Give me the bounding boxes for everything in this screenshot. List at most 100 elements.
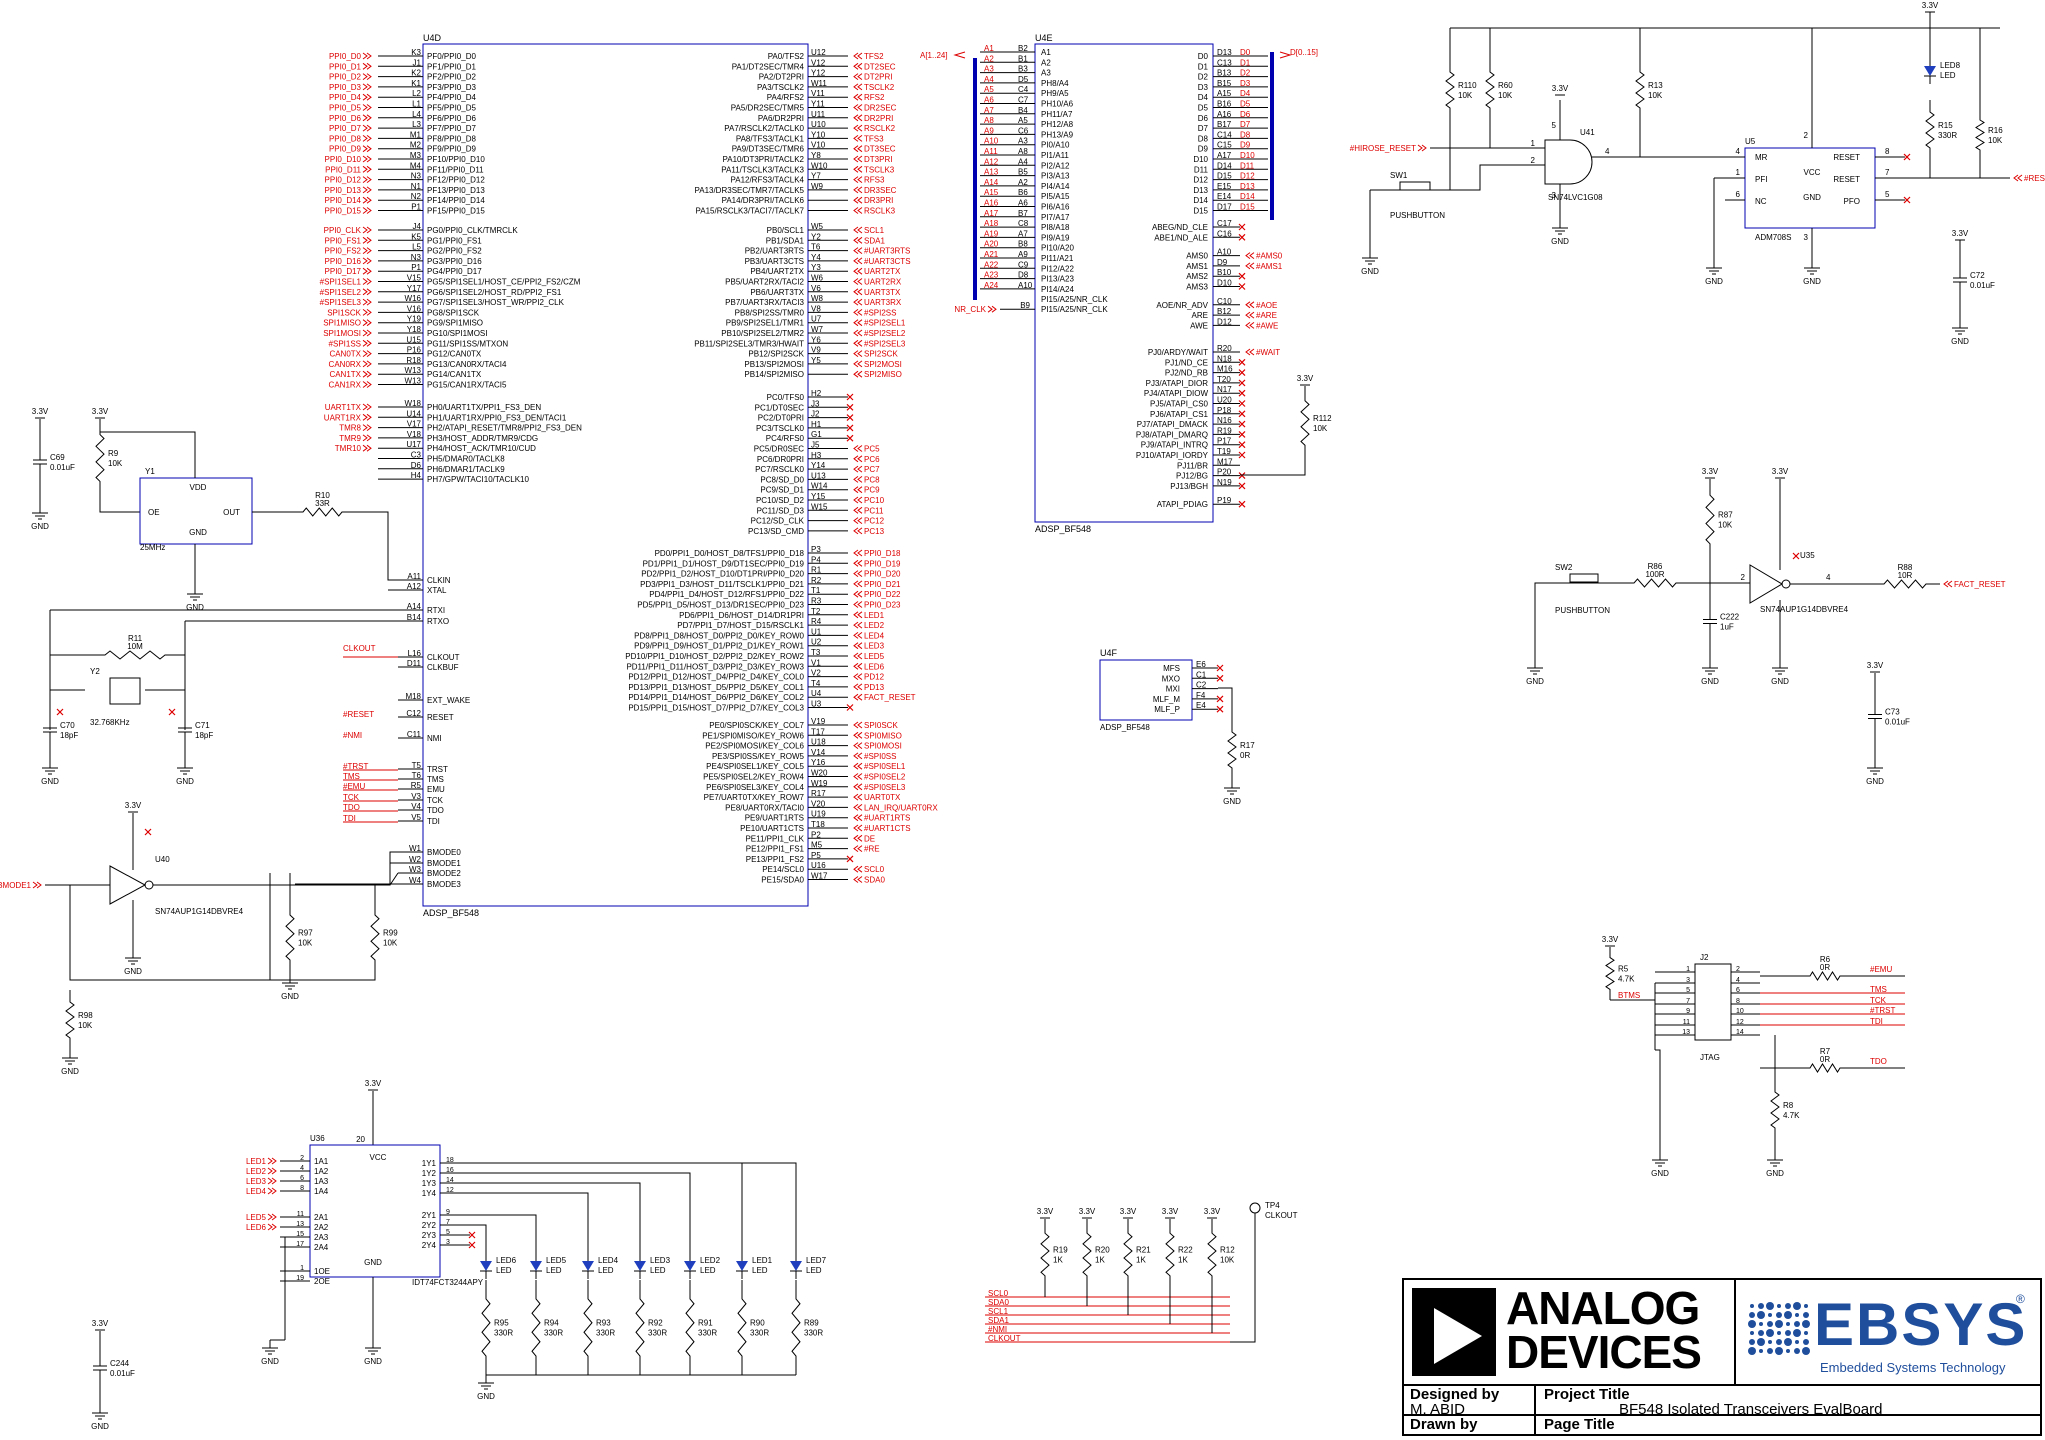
u4d-pd-net-6-arrow1 — [853, 611, 859, 619]
u4e-pj-fn-2: PJ2/ND_RB — [1165, 369, 1208, 378]
r13-ref: R13 — [1648, 81, 1663, 90]
tp4-part: CLKOUT — [1265, 1211, 1298, 1220]
u4f-ball-1: C1 — [1196, 670, 1207, 679]
u4d-pe-net-6-arrow1 — [853, 783, 859, 791]
u4e-d-net-1: D1 — [1240, 58, 1251, 67]
u4f-nc-0-nc-b — [1216, 664, 1224, 672]
u4e-a-fn-13: PI4/A14 — [1041, 182, 1070, 191]
u4d-pa-net-13-arrow1 — [853, 186, 859, 194]
u4f-nc-3-nc-b — [1216, 695, 1224, 703]
u4d-pb-net-10-arrow1 — [853, 329, 859, 337]
u4d-pc-nc-4-nc-b — [846, 434, 854, 442]
ebsys-dot — [1767, 1348, 1773, 1354]
u4e-pj-nc-2-nc-b — [1238, 369, 1246, 377]
u4e-d-net-4: D4 — [1240, 89, 1251, 98]
u4d-pd-ball-15: U3 — [811, 700, 822, 709]
u4d-pf-fn-3: PF3/PPI0_D3 — [427, 83, 476, 92]
u36-in-net-3: LED4 — [246, 1187, 267, 1196]
u4e-d-net-9: D9 — [1240, 141, 1251, 150]
j2-gnd-label: GND — [1651, 1169, 1669, 1178]
u4d-pd-net-11-arrow1 — [853, 662, 859, 670]
u4e-a-ball-12: B5 — [1018, 168, 1028, 177]
u4d-ph-net-1-arrow1 — [366, 413, 372, 421]
u4e-pj-fn-1: PJ1/ND_CE — [1165, 358, 1208, 367]
u4e-a-net-11: A12 — [984, 157, 999, 166]
u4d-pg-ball-7: W16 — [405, 294, 422, 303]
u41-and-gate-icon — [1544, 139, 1593, 185]
u4d-pg-fn-1: PG1/PPI0_FS1 — [427, 236, 482, 245]
u4e-pj-ball-11: M17 — [1217, 457, 1233, 466]
led-res-5-ref: R90 — [750, 1319, 765, 1328]
u4d-pc-fn-11: PC11/SD_D3 — [757, 506, 805, 515]
u4e-pj-ball-5: U20 — [1217, 396, 1232, 405]
u4d-ph-ball-1: U14 — [406, 409, 421, 418]
u4d-pb-ball-3: Y4 — [811, 253, 821, 262]
ebsys-dot — [1777, 1304, 1781, 1308]
u4e-d-ball-12: D15 — [1217, 172, 1232, 181]
ad-line1: ANALOG — [1506, 1282, 1700, 1334]
u4d-pd-net-4: PPI0_D22 — [864, 590, 901, 599]
u4e-d-net-11: D11 — [1240, 161, 1255, 170]
j2-pin-odd-1: 3 — [1686, 977, 1690, 984]
u36-body — [309, 1144, 441, 1278]
ebsys-dot — [1784, 1311, 1792, 1319]
led-feed-5 — [470, 1162, 743, 1255]
u4d-pe-fn-0: PE0/SPI0SCK/KEY_COL7 — [709, 721, 804, 730]
u4e-a-ball-20: A9 — [1018, 250, 1028, 259]
u4d-pb-net-6-arrow2 — [857, 288, 863, 296]
ebsys-dot — [1802, 1347, 1810, 1355]
u4f-nc-1-nc-b — [1216, 674, 1224, 682]
u36-out-nc-6-nc-b — [468, 1231, 476, 1239]
u4d-pe-fn-14: PE14/SCL0 — [762, 865, 804, 874]
u4d-pb-net-2: #UART3RTS — [864, 247, 910, 256]
led-res-6-ref: R89 — [804, 1319, 819, 1328]
u4d-pg-fn-10: PG10/SPI1MOSI — [427, 329, 487, 338]
u4e-ctl-fn-8: AWE — [1190, 321, 1208, 330]
u4d-pd-net-6-arrow2 — [857, 611, 863, 619]
pullup-0-ref: R19 — [1053, 1246, 1068, 1255]
j2-pin-odd-2: 5 — [1686, 987, 1690, 994]
c244-ref: C244 — [110, 1359, 130, 1368]
u36-out-ball-2: 14 — [446, 1177, 454, 1184]
u4e-a-net-23: A24 — [984, 281, 999, 290]
u4d-pe-net-0-arrow1 — [853, 721, 859, 729]
u4d-pg-net-14-arrow1 — [366, 370, 372, 378]
u4e-nrclk-ball: B9 — [1020, 301, 1030, 310]
led-res-6-value: 330R — [804, 1329, 823, 1338]
ebsys-dot — [1793, 1329, 1801, 1337]
u4d-misc-ball-5: D11 — [407, 659, 422, 668]
u4e-d-ball-0: D13 — [1217, 48, 1232, 57]
r6-zigzag — [1800, 971, 1850, 981]
u4e-pj-ball-3: T20 — [1217, 375, 1231, 384]
sw2-body — [1569, 573, 1599, 583]
u4d-pe-fn-4: PE4/SPI0SEL1/KEY_COL5 — [706, 762, 804, 771]
u4d-pe-ball-7: R17 — [811, 789, 826, 798]
u4e-d-ball-1: C13 — [1217, 58, 1232, 67]
u4e-d-net-13: D13 — [1240, 182, 1255, 191]
u4e-a-net-22: A23 — [984, 271, 999, 280]
u4d-pa-net-1: DT2SEC — [864, 62, 896, 71]
u4d-pa-net-8-arrow1 — [853, 134, 859, 142]
u4d-part: ADSP_BF548 — [423, 908, 479, 918]
u4d-pa-fn-2: PA2/DT2PRI — [759, 73, 804, 82]
u4d-pd-net-11: LED6 — [864, 662, 885, 671]
u4d-ph-net-1-arrow2 — [362, 413, 368, 421]
led-feed-0 — [470, 1224, 487, 1255]
u4d-pc-ball-4: G1 — [811, 430, 822, 439]
u4e-a-fn-23: PI14/A24 — [1041, 285, 1074, 294]
u4d-pf-net-6-arrow2 — [362, 114, 368, 122]
u4d-pd-fn-9: PD9/PPI1_D9/HOST_D1/PPI2_D1/KEY_ROW1 — [634, 642, 804, 651]
u4d-pd-net-8-arrow2 — [857, 632, 863, 639]
u4d-pc-net-5: PC5 — [864, 445, 880, 454]
u4d-pf-net-3: PPI0_D3 — [329, 83, 362, 92]
u4d-pg-net-5-arrow2 — [362, 278, 368, 285]
u4e-bus-d: D[0..15] — [1290, 48, 1318, 57]
u4d-pf-net-2: PPI0_D2 — [329, 73, 362, 82]
u4e-pj-nc-12-nc-b — [1238, 472, 1246, 480]
r8-value: 4.7K — [1783, 1111, 1800, 1120]
c73-ref: C73 — [1885, 708, 1900, 717]
u4e-ctl-fn-0: ABEG/ND_CLE — [1152, 223, 1208, 232]
r17-ref: R17 — [1240, 741, 1255, 750]
u4d-pd-net-5-arrow2 — [857, 601, 863, 608]
